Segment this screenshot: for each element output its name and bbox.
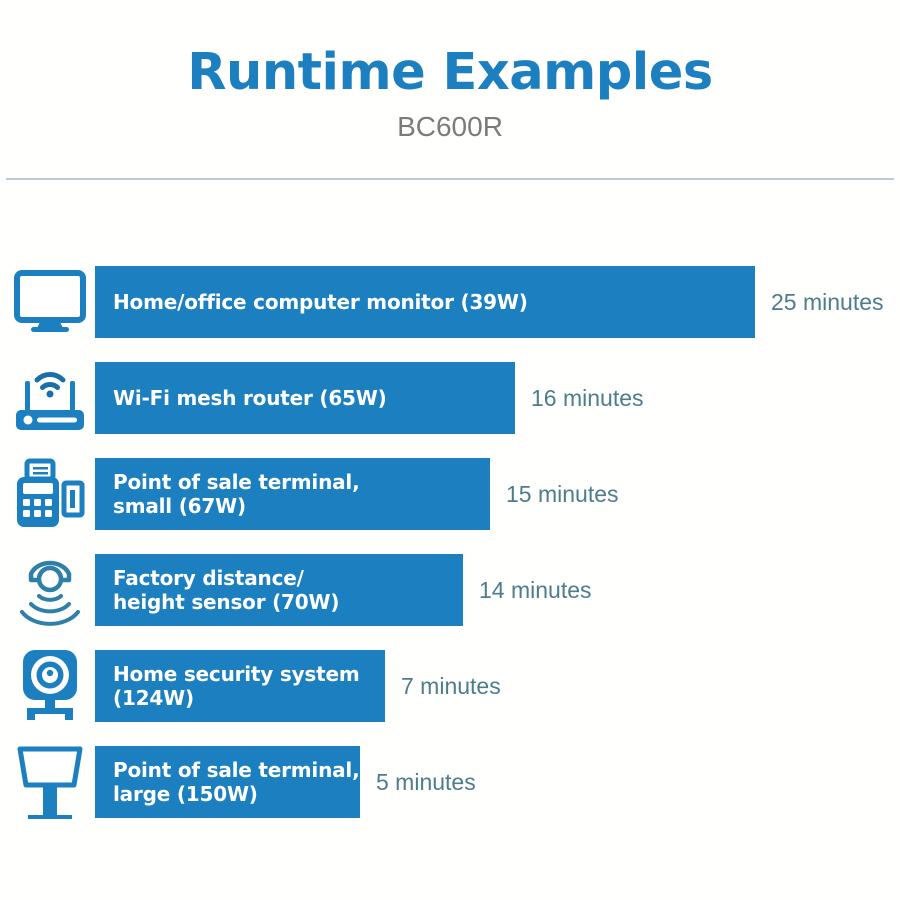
runtime-value: 16 minutes — [531, 384, 644, 411]
header-divider — [6, 178, 894, 180]
chart-row: Home security system (124W) 7 minutes — [0, 650, 900, 722]
chart-row: Point of sale terminal, large (150W) 5 m… — [0, 746, 900, 819]
pos-terminal-small-icon — [0, 458, 95, 530]
runtime-bar: Home security system (124W) — [95, 650, 385, 722]
runtime-value: 15 minutes — [506, 480, 619, 507]
runtime-bar: Wi-Fi mesh router (65W) — [95, 362, 515, 434]
wifi-router-icon — [0, 362, 95, 434]
runtime-bar: Point of sale terminal, large (150W) — [95, 746, 360, 818]
runtime-value: 5 minutes — [376, 768, 476, 795]
runtime-bar-label: Home security system (124W) — [113, 662, 360, 710]
monitor-icon — [0, 266, 95, 338]
runtime-bar-label: Home/office computer monitor (39W) — [113, 290, 528, 314]
page-subtitle: BC600R — [397, 110, 503, 142]
runtime-bar-label: Point of sale terminal, large (150W) — [113, 758, 360, 806]
runtime-bar-label: Point of sale terminal, small (67W) — [113, 470, 360, 518]
distance-sensor-icon — [0, 554, 95, 626]
runtime-value: 25 minutes — [771, 288, 884, 315]
pos-kiosk-large-icon — [0, 746, 95, 819]
chart-row: Point of sale terminal, small (67W) 15 m… — [0, 458, 900, 530]
chart-row: Wi-Fi mesh router (65W) 16 minutes — [0, 362, 900, 434]
runtime-bar: Home/office computer monitor (39W) — [95, 266, 755, 338]
runtime-bar-chart: Home/office computer monitor (39W) 25 mi… — [0, 266, 900, 842]
chart-row: Factory distance/ height sensor (70W) 14… — [0, 554, 900, 626]
header: Runtime Examples BC600R — [0, 0, 900, 142]
page-title: Runtime Examples — [187, 43, 713, 102]
runtime-value: 7 minutes — [401, 672, 501, 699]
chart-row: Home/office computer monitor (39W) 25 mi… — [0, 266, 900, 338]
runtime-value: 14 minutes — [479, 576, 592, 603]
runtime-bar: Point of sale terminal, small (67W) — [95, 458, 490, 530]
security-camera-icon — [0, 650, 95, 722]
runtime-bar-label: Wi-Fi mesh router (65W) — [113, 386, 387, 410]
runtime-bar-label: Factory distance/ height sensor (70W) — [113, 566, 340, 614]
runtime-bar: Factory distance/ height sensor (70W) — [95, 554, 463, 626]
